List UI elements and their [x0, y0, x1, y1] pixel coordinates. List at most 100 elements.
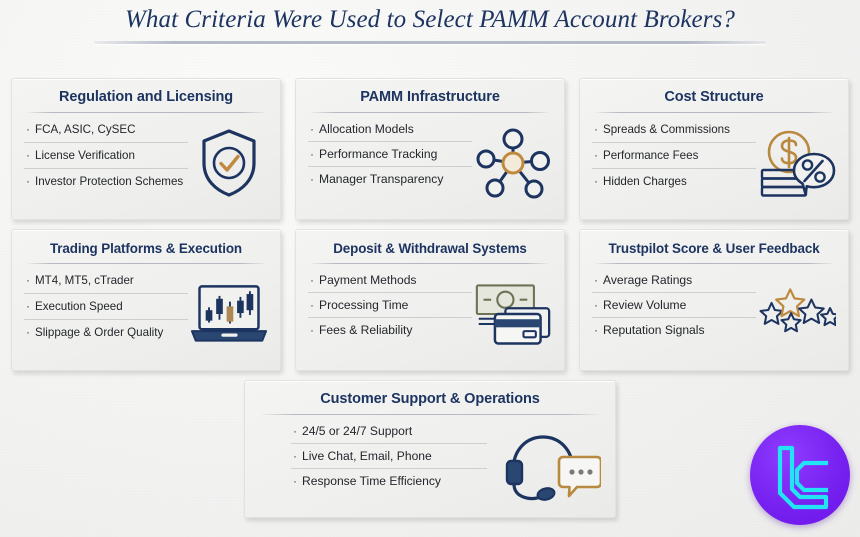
lc-monogram-logo[interactable]	[750, 425, 850, 525]
card-icon-slot	[474, 268, 552, 360]
card-body: · Allocation Models · Performance Tracking…	[308, 117, 552, 209]
bullet-marker: ·	[310, 273, 314, 287]
list-item-label: Review Volume	[603, 298, 687, 312]
card-deposit-and-withdrawal-systems[interactable]: Deposit & Withdrawal Systems ·Payment Me…	[295, 229, 565, 371]
list-item-label: Investor Protection Schemes	[35, 175, 184, 188]
list-item-label: Average Ratings	[603, 273, 693, 287]
list-item-label: Performance Fees	[603, 149, 699, 162]
card-row-2: Trading Platforms & Execution ·MT4, MT5,…	[0, 229, 860, 371]
card-title: Deposit & Withdrawal Systems	[333, 241, 527, 256]
five-stars-icon	[759, 288, 836, 333]
card-bullet-list: ·MT4, MT5, cTrader · Execution Speed · Sli…	[24, 268, 188, 345]
list-item: · Processing Time	[308, 293, 472, 318]
list-item-label: Hidden Charges	[603, 175, 687, 188]
card-title: Cost Structure	[664, 89, 764, 105]
card-trading-platforms-and-execution[interactable]: Trading Platforms & Execution ·MT4, MT5,…	[11, 229, 281, 371]
card-row-1: Regulation and Licensing ·FCA, ASIC, CyS…	[0, 78, 860, 220]
bullet-marker: ·	[26, 174, 30, 188]
list-item-label: Manager Transparency	[319, 172, 444, 186]
card-customer-support-and-operations[interactable]: Customer Support & Operations ·24/5 or 2…	[244, 380, 616, 518]
list-item: · Response Time Efficiency	[291, 469, 487, 493]
list-item: ·MT4, MT5, cTrader	[24, 268, 188, 294]
card-title: Trading Platforms & Execution	[49, 241, 243, 256]
card-body: ·FCA, ASIC, CySEC ·License Verification …	[24, 117, 268, 209]
bullet-marker: ·	[310, 298, 314, 312]
list-item: ·License Verification	[24, 143, 188, 169]
card-bullet-list: · Allocation Models · Performance Tracking…	[308, 117, 472, 191]
list-item: ·Manager Transparency	[308, 167, 472, 191]
coins-dollar-percent-icon	[760, 130, 836, 197]
bullet-marker: ·	[293, 449, 297, 463]
list-item-label: Live Chat, Email, Phone	[302, 449, 432, 463]
list-item-label: Fees & Reliability	[319, 323, 413, 337]
list-item-label: Response Time Efficiency	[302, 474, 441, 488]
list-item: · Investor Protection Schemes	[24, 169, 188, 194]
card-icon-slot	[503, 419, 603, 515]
card-title: Regulation and Licensing	[58, 89, 234, 105]
card-body: · Spreads & Commissions · Performance Fees…	[592, 117, 836, 209]
list-item-label: License Verification	[35, 149, 135, 162]
list-item-label: Spreads & Commissions	[603, 123, 730, 136]
bullet-marker: ·	[310, 147, 314, 161]
card-title: PAMM Infrastructure	[360, 89, 500, 105]
bullet-marker: ·	[26, 122, 30, 136]
list-item-label: Processing Time	[319, 298, 409, 312]
card-cost-structure[interactable]: Cost Structure · Spreads & Commissions · P…	[579, 78, 849, 220]
shield-check-icon	[202, 129, 256, 197]
bullet-marker: ·	[26, 299, 30, 313]
list-item: ·Payment Methods	[308, 268, 472, 293]
list-item: · Hidden Charges	[592, 169, 756, 194]
bullet-marker: ·	[26, 273, 30, 287]
list-item: · Spreads & Commissions	[592, 117, 756, 143]
card-bullet-list: ·Payment Methods · Processing Time · Fees …	[308, 268, 472, 342]
card-icon-slot	[190, 117, 268, 209]
card-body: · Average Ratings · Review Volume ·Reputat…	[592, 268, 836, 360]
list-item-label: Execution Speed	[35, 300, 123, 313]
list-item: · Execution Speed	[24, 294, 188, 320]
criteria-card-grid: Regulation and Licensing ·FCA, ASIC, CyS…	[0, 78, 860, 518]
card-bullet-list: · Average Ratings · Review Volume ·Reputat…	[592, 268, 756, 342]
list-item-label: Performance Tracking	[319, 147, 438, 161]
bullet-marker: ·	[594, 323, 598, 337]
list-item: · Live Chat, Email, Phone	[291, 444, 487, 469]
bullet-marker: ·	[310, 122, 314, 136]
card-title-rule	[27, 263, 265, 264]
list-item: · Performance Tracking	[308, 142, 472, 167]
banknote-credit-card-icon	[475, 284, 551, 345]
list-item-label: Allocation Models	[319, 122, 414, 136]
bullet-marker: ·	[594, 273, 598, 287]
page-header: What Criteria Were Used to Select PAMM A…	[0, 6, 860, 44]
list-item: ·Reputation Signals	[592, 318, 756, 342]
laptop-candlestick-chart-icon	[190, 285, 268, 342]
list-item: · Review Volume	[592, 293, 756, 318]
card-body: ·MT4, MT5, cTrader · Execution Speed · Sli…	[24, 268, 268, 360]
headset-chat-icon	[505, 435, 601, 501]
card-bullet-list: ·FCA, ASIC, CySEC ·License Verification …	[24, 117, 188, 194]
bullet-marker: ·	[310, 323, 314, 337]
list-item: ·24/5 or 24/7 Support	[291, 419, 487, 444]
card-title: Customer Support & Operations	[320, 391, 540, 407]
list-item: · Average Ratings	[592, 268, 756, 293]
bullet-marker: ·	[594, 122, 598, 136]
list-item-label: Slippage & Order Quality	[35, 326, 164, 339]
card-icon-slot	[758, 117, 836, 209]
list-item: · Fees & Reliability	[308, 318, 472, 342]
card-title-rule	[595, 263, 833, 264]
card-title: Trustpilot Score & User Feedback	[608, 241, 820, 256]
card-title-rule	[27, 112, 265, 113]
bullet-marker: ·	[594, 174, 598, 188]
card-body: ·Payment Methods · Processing Time · Fees …	[308, 268, 552, 360]
card-icon-slot	[758, 268, 836, 360]
bullet-marker: ·	[594, 148, 598, 162]
card-bullet-list: · Spreads & Commissions · Performance Fees…	[592, 117, 756, 194]
bullet-marker: ·	[293, 424, 297, 438]
card-title-rule	[311, 112, 549, 113]
card-trustpilot-score-and-user-feedback[interactable]: Trustpilot Score & User Feedback · Averag…	[579, 229, 849, 371]
card-pamm-infrastructure[interactable]: PAMM Infrastructure · Allocation Models ·…	[295, 78, 565, 220]
list-item: · Performance Fees	[592, 143, 756, 169]
bullet-marker: ·	[594, 298, 598, 312]
list-item: ·FCA, ASIC, CySEC	[24, 117, 188, 143]
bullet-marker: ·	[293, 474, 297, 488]
card-title-rule	[595, 112, 833, 113]
card-regulation-and-licensing[interactable]: Regulation and Licensing ·FCA, ASIC, CyS…	[11, 78, 281, 220]
